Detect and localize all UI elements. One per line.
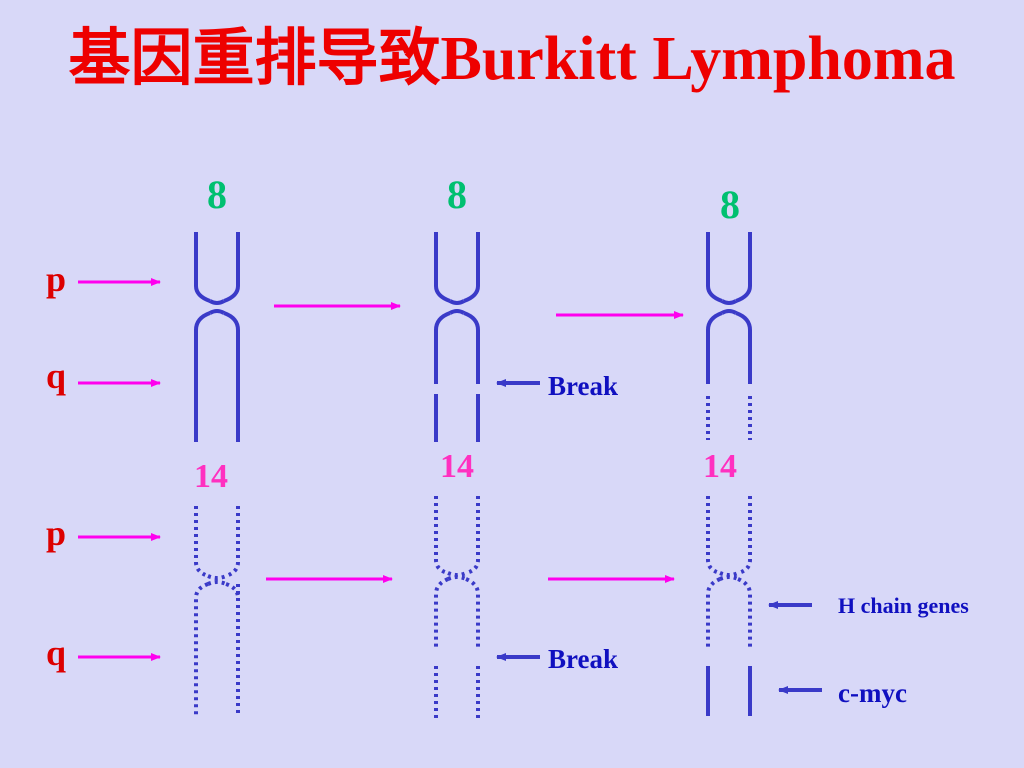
chromosome-14-stage-3	[706, 496, 752, 716]
chr8-label-1: 8	[207, 172, 227, 217]
chromosome-8-stage-2	[434, 232, 480, 442]
chromosome-14-stage-1	[194, 506, 240, 716]
break-label-chr14: Break	[548, 644, 618, 674]
chr14-label-3: 14	[703, 448, 737, 485]
arm-label-p-chr8: p	[46, 259, 66, 299]
chr8-label-3: 8	[720, 182, 740, 227]
arm-label-q-chr8: q	[46, 356, 66, 396]
slide-title: 基因重排导致Burkitt Lymphoma	[68, 25, 956, 93]
cmyc-label: c-myc	[838, 678, 907, 708]
chromosome-8-stage-1	[194, 232, 240, 442]
chr14-label-2: 14	[440, 448, 474, 485]
chr8-label-2: 8	[447, 172, 467, 217]
arm-label-q-chr14: q	[46, 633, 66, 673]
chr14-label-1: 14	[194, 458, 228, 495]
chromosome-8-stage-3	[706, 232, 752, 440]
chromosome-14-stage-2	[434, 496, 480, 718]
break-label-chr8: Break	[548, 371, 618, 401]
h-chain-genes-label: H chain genes	[838, 593, 969, 618]
arm-label-p-chr14: p	[46, 513, 66, 553]
